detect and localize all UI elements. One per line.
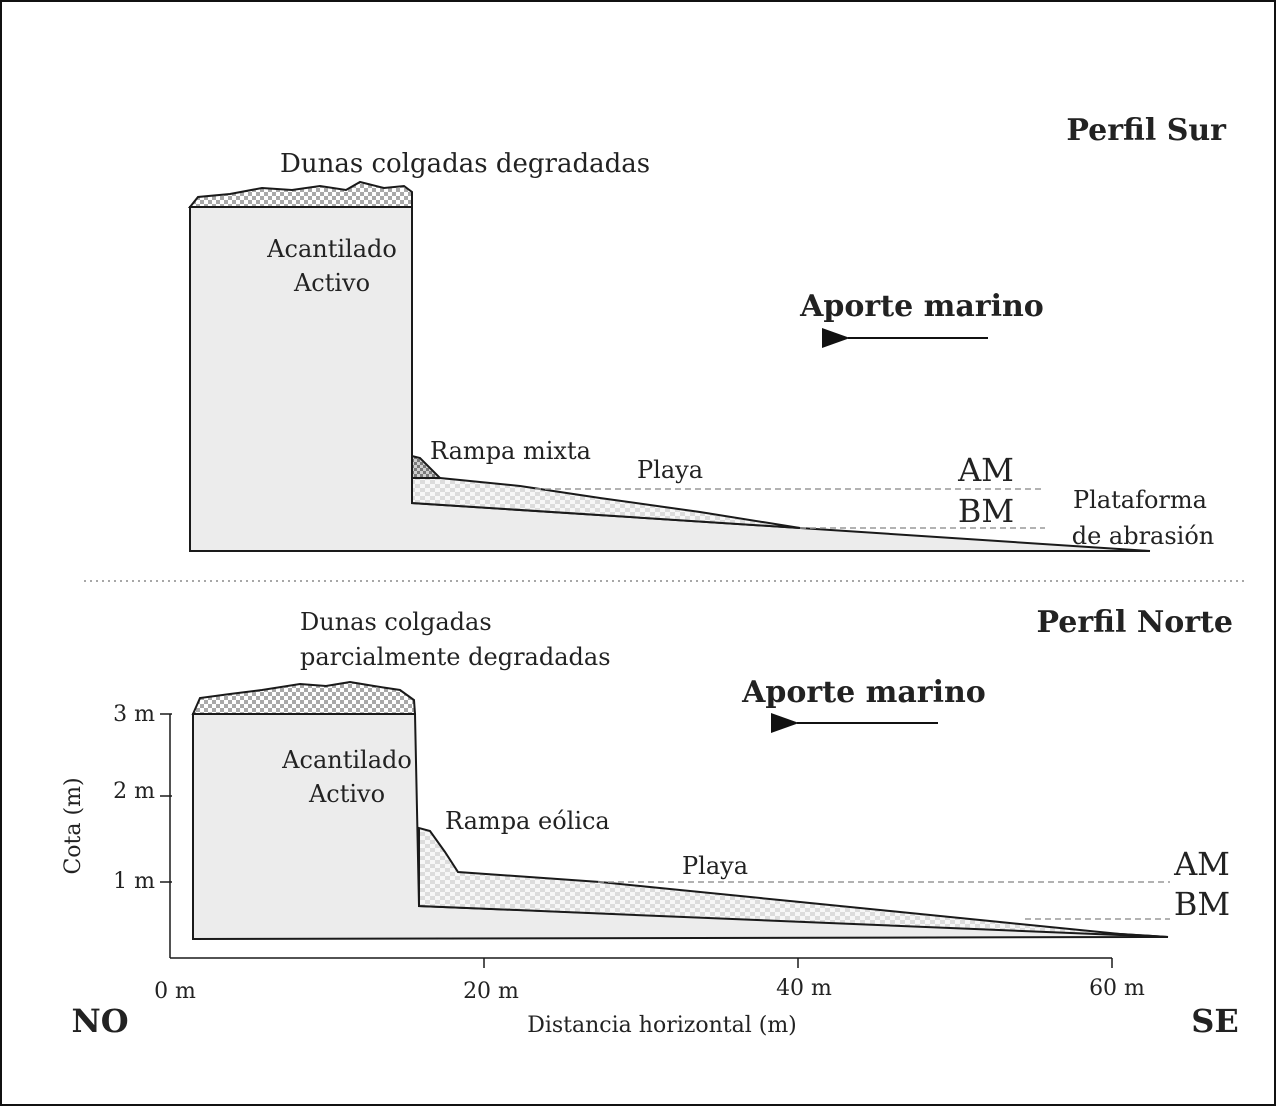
y-tick-label-2m: 2 m [113,779,155,804]
y-tick-label-1m: 1 m [113,869,155,894]
south-beach-label: Playa [637,456,703,484]
north-arrow-label: Aporte marino [741,675,986,710]
north-dunes [191,680,417,715]
south-cliff-label-1: Acantilado [266,235,397,263]
north-low-tide-label: BM [1174,885,1230,923]
x-tick-label-60m: 60 m [1089,976,1145,1001]
south-cliff-label-2: Activo [293,269,370,297]
x-tick-label-20m: 20 m [463,979,519,1004]
south-ramp-label: Rampa mixta [430,437,591,465]
direction-right: SE [1191,1002,1239,1040]
north-dunes-label-2: parcialmente degradadas [300,643,611,671]
north-beach-label: Playa [682,852,748,880]
x-axis-label: Distancia horizontal (m) [527,1013,797,1038]
south-platform-label-2: de abrasión [1072,522,1215,550]
south-beach [411,477,801,529]
x-tick-label-40m: 40 m [776,976,832,1001]
south-platform-label-1: Plataforma [1073,486,1207,514]
north-dunes-label-1: Dunas colgadas [300,608,492,636]
north-cliff-label-2: Activo [308,780,385,808]
y-axis-label: Cota (m) [61,777,86,874]
south-arrow-label: Aporte marino [799,289,1044,324]
south-dunes-label: Dunas colgadas degradadas [280,149,650,179]
south-high-tide-label: AM [957,451,1014,489]
south-low-tide-label: BM [958,492,1014,530]
direction-left: NO [71,1002,128,1040]
title-south: Perfil Sur [1066,113,1227,148]
north-high-tide-label: AM [1173,845,1230,883]
north-ramp-label: Rampa eólica [445,807,610,835]
title-north: Perfil Norte [1037,605,1233,640]
south-dunes [187,180,413,208]
north-cliff-label-1: Acantilado [281,746,412,774]
y-tick-label-3m: 3 m [113,702,155,727]
x-tick-label-0m: 0 m [154,979,196,1004]
